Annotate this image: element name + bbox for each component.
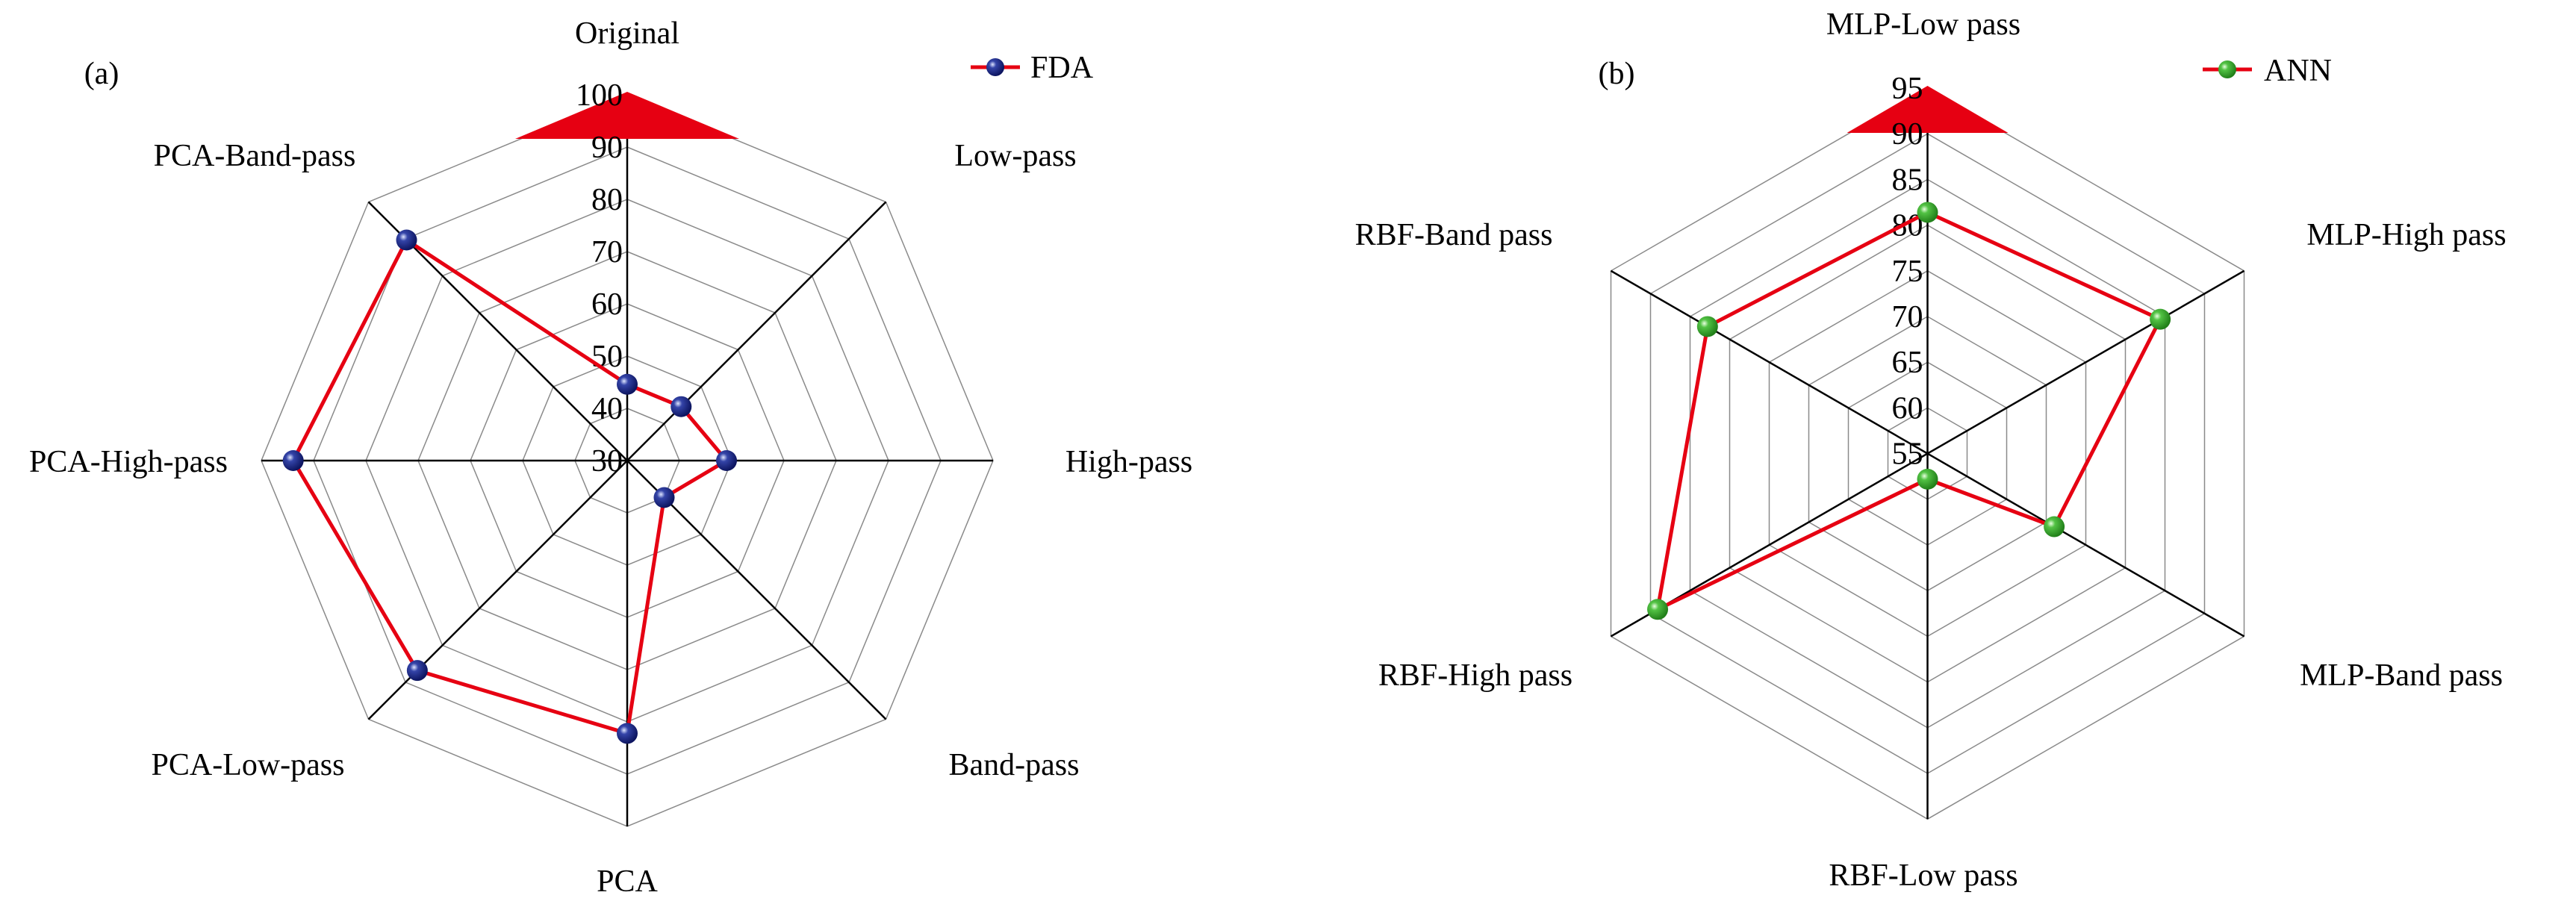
legend-marker	[2218, 60, 2236, 78]
data-point	[1647, 599, 1669, 620]
axis-line	[1926, 452, 2245, 638]
tick-label: 95	[1892, 72, 1923, 106]
data-point	[282, 450, 304, 471]
data-point	[2044, 516, 2065, 537]
data-point	[1917, 202, 1938, 223]
category-label: PCA-Low-pass	[152, 748, 345, 782]
tick-label: 90	[591, 131, 623, 165]
category-label: MLP-Band pass	[2300, 658, 2503, 693]
data-point	[671, 396, 692, 417]
category-label: Low-pass	[954, 139, 1076, 173]
axis-line	[626, 201, 887, 461]
tick-label: 60	[591, 287, 623, 322]
tick-label: 80	[591, 183, 623, 217]
tick-label: 100	[576, 78, 623, 113]
data-point	[653, 487, 675, 508]
tick-label: 60	[1892, 391, 1923, 426]
category-label: Band-pass	[949, 748, 1080, 782]
tick-label: 55	[1892, 437, 1923, 472]
tick-label: 40	[591, 392, 623, 426]
legend-label-ann: ANN	[2264, 54, 2332, 88]
category-label: PCA-High-pass	[29, 445, 228, 479]
axis-arrow-marker	[1847, 86, 2009, 133]
legend-marker	[986, 58, 1004, 76]
data-point	[2150, 308, 2171, 330]
tick-label: 85	[1892, 163, 1923, 197]
axis-line	[1610, 269, 1929, 455]
data-point	[617, 373, 638, 395]
category-label: MLP-High pass	[2306, 218, 2506, 252]
category-label: High-pass	[1065, 445, 1192, 479]
category-label: RBF-Low pass	[1829, 858, 2017, 893]
data-point	[1917, 468, 1938, 490]
data-point	[1696, 316, 1718, 337]
tick-label: 50	[591, 340, 623, 374]
series-line	[290, 237, 729, 736]
category-label: MLP-Low pass	[1826, 7, 2020, 42]
axis-line	[367, 460, 628, 720]
panel-label-b: (b)	[1599, 57, 1635, 91]
axis-line	[1926, 269, 2245, 455]
axis-arrow-marker	[515, 92, 739, 139]
tick-label: 70	[591, 235, 623, 269]
data-point	[406, 660, 428, 682]
tick-label: 70	[1892, 300, 1923, 334]
category-label: Original	[575, 16, 679, 51]
data-point	[716, 450, 737, 471]
category-label: RBF-High pass	[1378, 658, 1572, 693]
legend-label-fda: FDA	[1030, 51, 1094, 85]
tick-label: 30	[591, 444, 623, 479]
category-label: PCA	[597, 864, 658, 899]
tick-label: 65	[1892, 346, 1923, 380]
panel-label-a: (a)	[84, 57, 119, 91]
data-point	[396, 229, 417, 251]
category-label: RBF-Band pass	[1355, 218, 1553, 252]
data-point	[617, 723, 638, 744]
tick-label: 90	[1892, 117, 1923, 152]
tick-label: 75	[1892, 255, 1923, 289]
category-label: PCA-Band-pass	[154, 139, 356, 173]
